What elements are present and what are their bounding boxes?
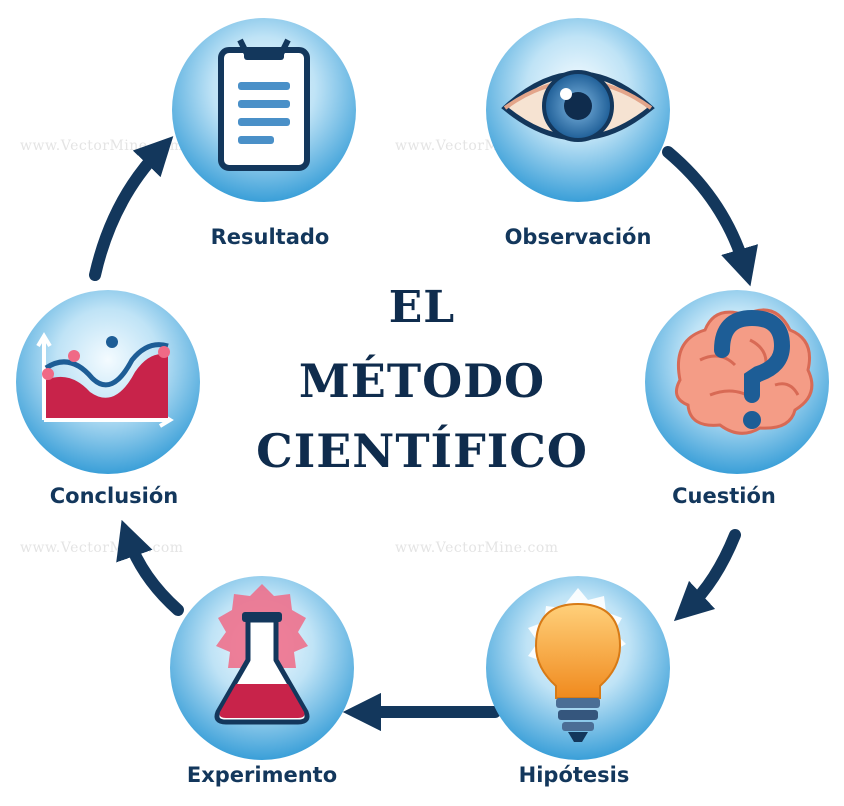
circle-conclusion	[16, 290, 200, 474]
label-cuestion: Cuestión	[672, 484, 776, 508]
label-conclusion: Conclusión	[49, 484, 179, 508]
arrow-conclusion-to-resultado	[89, 136, 174, 281]
label-observacion: Observación	[504, 225, 652, 249]
eye-icon	[501, 70, 655, 142]
arrow-experimento-to-conclusion	[116, 519, 184, 616]
label-experimento: Experimento	[186, 763, 338, 787]
watermark-text: www.VectorMine.com	[395, 540, 559, 556]
chart-icon	[36, 332, 174, 428]
title-line-3: CIENTÍFICO	[256, 424, 588, 478]
arrow-cuestion-to-hipotesis	[673, 529, 741, 622]
clipboard-icon	[218, 38, 310, 171]
lightbulb-icon	[528, 588, 626, 742]
title-line-1: EL	[388, 282, 456, 333]
flask-icon	[214, 584, 310, 725]
label-hipotesis: Hipótesis	[518, 763, 630, 787]
label-resultado: Resultado	[210, 225, 330, 249]
title-line-2: MÉTODO	[298, 354, 546, 408]
arrow-observacion-to-cuestion	[662, 146, 758, 287]
brain-question-icon	[674, 308, 814, 435]
